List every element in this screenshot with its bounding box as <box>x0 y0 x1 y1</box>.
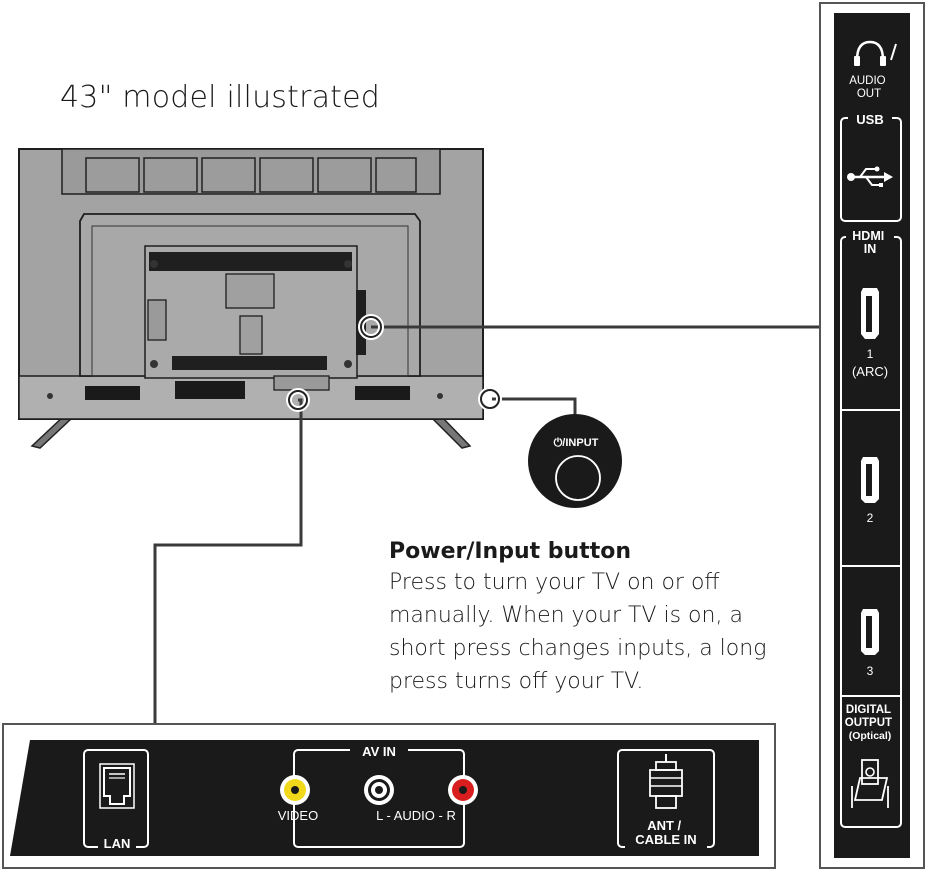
power-button-description: Press to turn your TV on or off manually… <box>389 570 767 694</box>
usb-icon <box>847 166 893 187</box>
model-caption: 43" model illustrated <box>60 80 381 115</box>
bottom-connection-panel: LAN AV IN VIDEO L - AUDIO - R <box>2 723 776 869</box>
power-knob-label: ⏻/INPUT <box>554 436 599 449</box>
hdmi-port-2-icon <box>861 457 879 503</box>
digital-output-label-line3: (Optical) <box>849 730 892 742</box>
hdmi-in-label: HDMI IN <box>852 229 887 256</box>
audio-out-label-line2: OUT <box>857 88 881 100</box>
digital-output-label-line1: DIGITAL <box>846 704 891 716</box>
ethernet-port-icon <box>99 763 135 809</box>
usb-label: USB <box>856 112 883 127</box>
digital-output-label-line2: OUTPUT <box>845 717 892 729</box>
digital-output-label: DIGITAL OUTPUT (Optical) <box>845 704 895 742</box>
ant-cable-label: ANT / CABLE IN <box>635 818 696 847</box>
audio-out-label-line1: AUDIO <box>849 75 885 87</box>
hdmi-port-1-icon <box>861 288 879 339</box>
audio-left-jack-icon <box>364 775 394 805</box>
power-button-title: Power/Input button <box>389 539 632 564</box>
side-connection-panel: AUDIO OUT USB HDMI IN 1 <box>819 2 925 869</box>
hdmi-port-1-note: (ARC) <box>852 364 888 379</box>
av-in-label: AV IN <box>362 744 396 759</box>
power-input-knob: ⏻/INPUT <box>528 414 622 508</box>
audio-label: L - AUDIO - R <box>376 808 456 823</box>
hdmi-port-1-number: 1 <box>867 347 874 361</box>
ant-cable-label-line2: CABLE IN <box>635 832 696 847</box>
hdmi-port-3-number: 3 <box>867 664 874 678</box>
audio-right-jack-icon <box>448 775 478 805</box>
hdmi-in-label-line2: IN <box>864 242 877 256</box>
video-jack-icon <box>280 775 310 805</box>
lan-label: LAN <box>104 836 131 851</box>
audio-out-label: AUDIO OUT <box>849 75 889 100</box>
headphone-icon <box>854 40 897 66</box>
hdmi-port-3-icon <box>861 609 879 655</box>
coax-connector-icon <box>649 754 683 809</box>
hdmi-in-label-line1: HDMI <box>852 229 884 243</box>
ant-cable-label-line1: ANT / <box>647 818 681 833</box>
hdmi-port-2-number: 2 <box>867 511 874 525</box>
video-label: VIDEO <box>278 808 318 823</box>
tv-back-illustration <box>18 148 484 449</box>
callout-lines <box>153 314 820 724</box>
optical-port-icon <box>851 759 889 808</box>
power-button-description-block: Power/Input button Press to turn your TV… <box>389 539 789 698</box>
